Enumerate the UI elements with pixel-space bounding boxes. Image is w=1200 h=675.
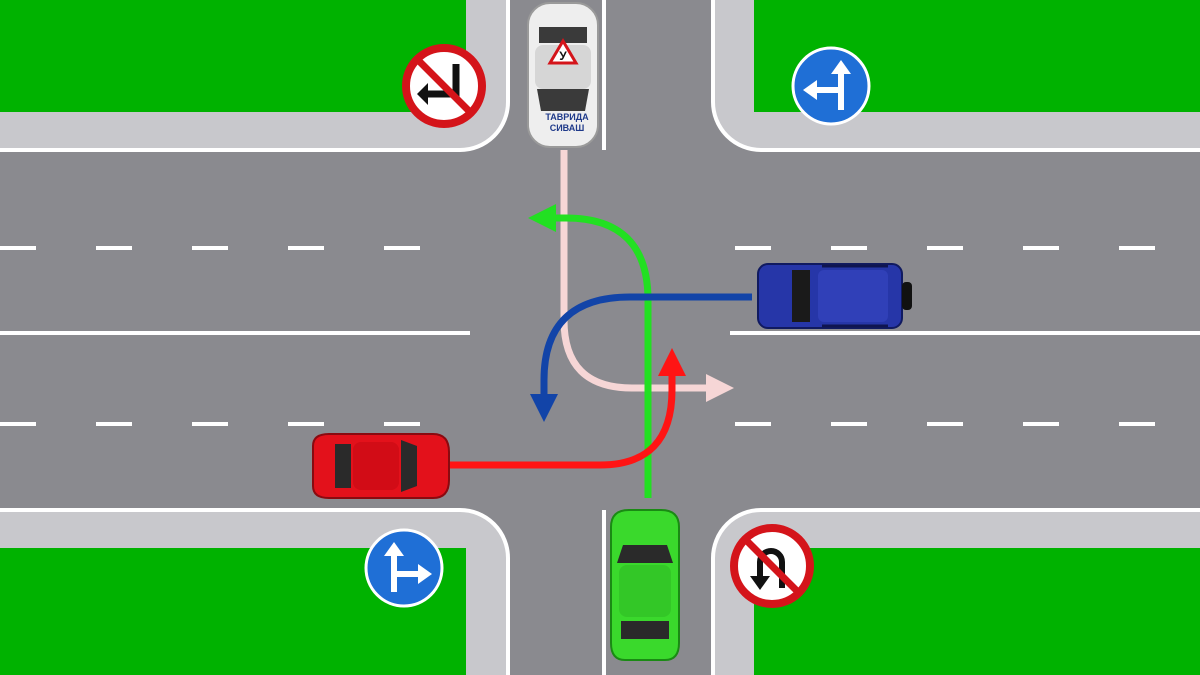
straight-or-right-icon bbox=[384, 542, 432, 592]
white-car: У ТАВРИДА СИВАШ bbox=[527, 2, 599, 148]
green-car bbox=[610, 509, 680, 661]
brand-line-2: СИВАШ bbox=[550, 123, 585, 133]
brand-line-1: ТАВРИДА bbox=[545, 112, 589, 122]
red-car bbox=[312, 433, 450, 499]
straight-or-left-sign bbox=[791, 46, 871, 126]
blue-car bbox=[757, 263, 912, 329]
straight-or-right-sign bbox=[364, 528, 444, 608]
red-car-path bbox=[448, 348, 686, 469]
green-car-path bbox=[528, 204, 652, 498]
blue-car-path bbox=[530, 293, 752, 422]
no-u-turn-sign bbox=[730, 524, 814, 608]
straight-or-left-icon bbox=[803, 60, 851, 110]
no-left-turn-sign bbox=[402, 44, 486, 128]
white-car-path bbox=[560, 150, 734, 402]
no-u-turn-icon bbox=[750, 548, 785, 590]
learner-mark: У bbox=[559, 49, 567, 63]
